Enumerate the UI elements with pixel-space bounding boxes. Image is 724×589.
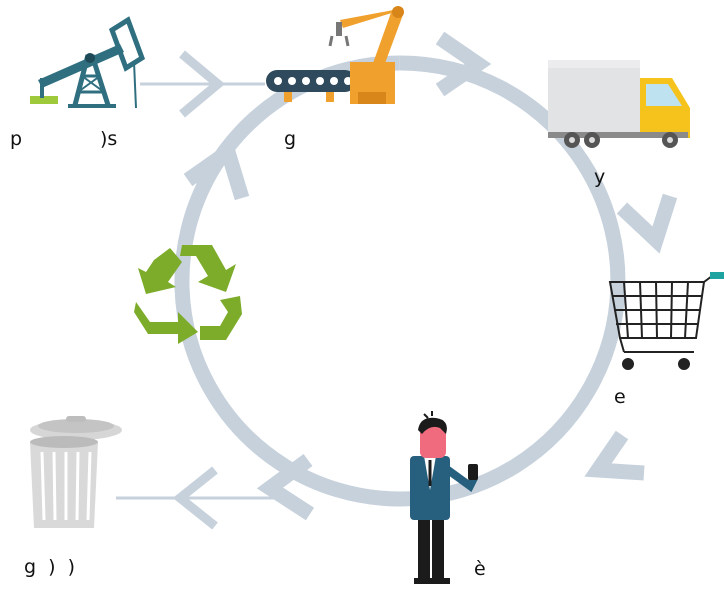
person-with-phone-icon [410,411,478,584]
connector-oil-to-factory [140,50,265,118]
robot-arm-conveyor-icon [266,6,404,104]
delivery-truck-icon [548,60,690,148]
label-retail: e [614,386,626,408]
arrowhead-left [183,139,250,201]
arrowhead-right-upper [616,193,678,254]
label-disposal: g ) ) [24,556,76,578]
shopping-cart-icon [608,272,724,370]
oil-pump-icon [30,16,146,109]
label-oil-extraction: p [10,128,23,150]
arrowhead-bottom [256,453,315,521]
label-transport: y [594,166,606,188]
arrowhead-top [435,31,492,97]
recycle-icon [134,245,242,344]
label-consumer: è [474,558,486,580]
cycle-arrowheads [183,31,678,521]
label-oil-extraction-suffix: )s [100,128,118,150]
arrowhead-right-lower [584,430,645,481]
connector-cycle-to-trash [116,466,290,530]
trash-can-icon [30,416,122,528]
label-factory: g [284,128,297,150]
